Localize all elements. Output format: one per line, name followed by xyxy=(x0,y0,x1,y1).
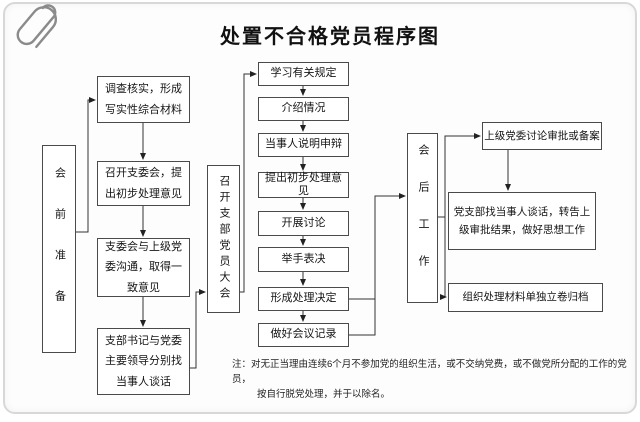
phase-meeting: 召开支部党员大会 xyxy=(207,165,240,313)
footnote-line2: 按自行脱党处理，并于以除名。 xyxy=(257,389,391,401)
step-archive-materials: 组织处理材料单独立卷归档 xyxy=(448,283,603,312)
step-party-member-defense: 当事人说明申辩 xyxy=(258,133,349,157)
page-title: 处置不合格党员程序图 xyxy=(220,26,440,48)
step-higher-committee-approval: 上级党委讨论审批或备案 xyxy=(482,122,602,150)
paperclip-icon xyxy=(16,4,58,49)
step-study-regulations: 学习有关规定 xyxy=(258,62,349,86)
step-meeting-minutes: 做好会议记录 xyxy=(258,323,349,347)
step-vote-by-hands: 举手表决 xyxy=(258,247,349,272)
step-communicate-higher-committee: 支委会与上级党委沟通，取得一致意见 xyxy=(97,238,190,297)
step-form-decision: 形成处理决定 xyxy=(258,287,349,311)
phase-post-meeting: 会后工作 xyxy=(407,133,438,303)
footnote-line1: 注：对无正当理由连续6个月不参加党的组织生活，或不交纳党费，或不做党所分配的工作… xyxy=(232,359,627,386)
step-secretary-talks: 支部书记与党委主要领导分别找当事人谈话 xyxy=(97,328,190,395)
step-inform-result-talk: 党支部找当事人谈话，转告上级审批结果，做好思想工作 xyxy=(448,192,596,250)
step-preliminary-opinion: 提出初步处理意见 xyxy=(258,172,349,198)
phase-pre-meeting: 会前准备 xyxy=(42,145,76,353)
footnote: 注：对无正当理由连续6个月不参加党的组织生活，或不交纳党费，或不做党所分配的工作… xyxy=(232,357,634,403)
step-discussion: 开展讨论 xyxy=(258,211,349,236)
step-investigate-verify: 调查核实，形成写实性综合材料 xyxy=(97,76,190,123)
step-branch-committee-meeting: 召开支委会，提出初步处理意见 xyxy=(97,161,190,206)
step-introduce-situation: 介绍情况 xyxy=(258,97,349,121)
